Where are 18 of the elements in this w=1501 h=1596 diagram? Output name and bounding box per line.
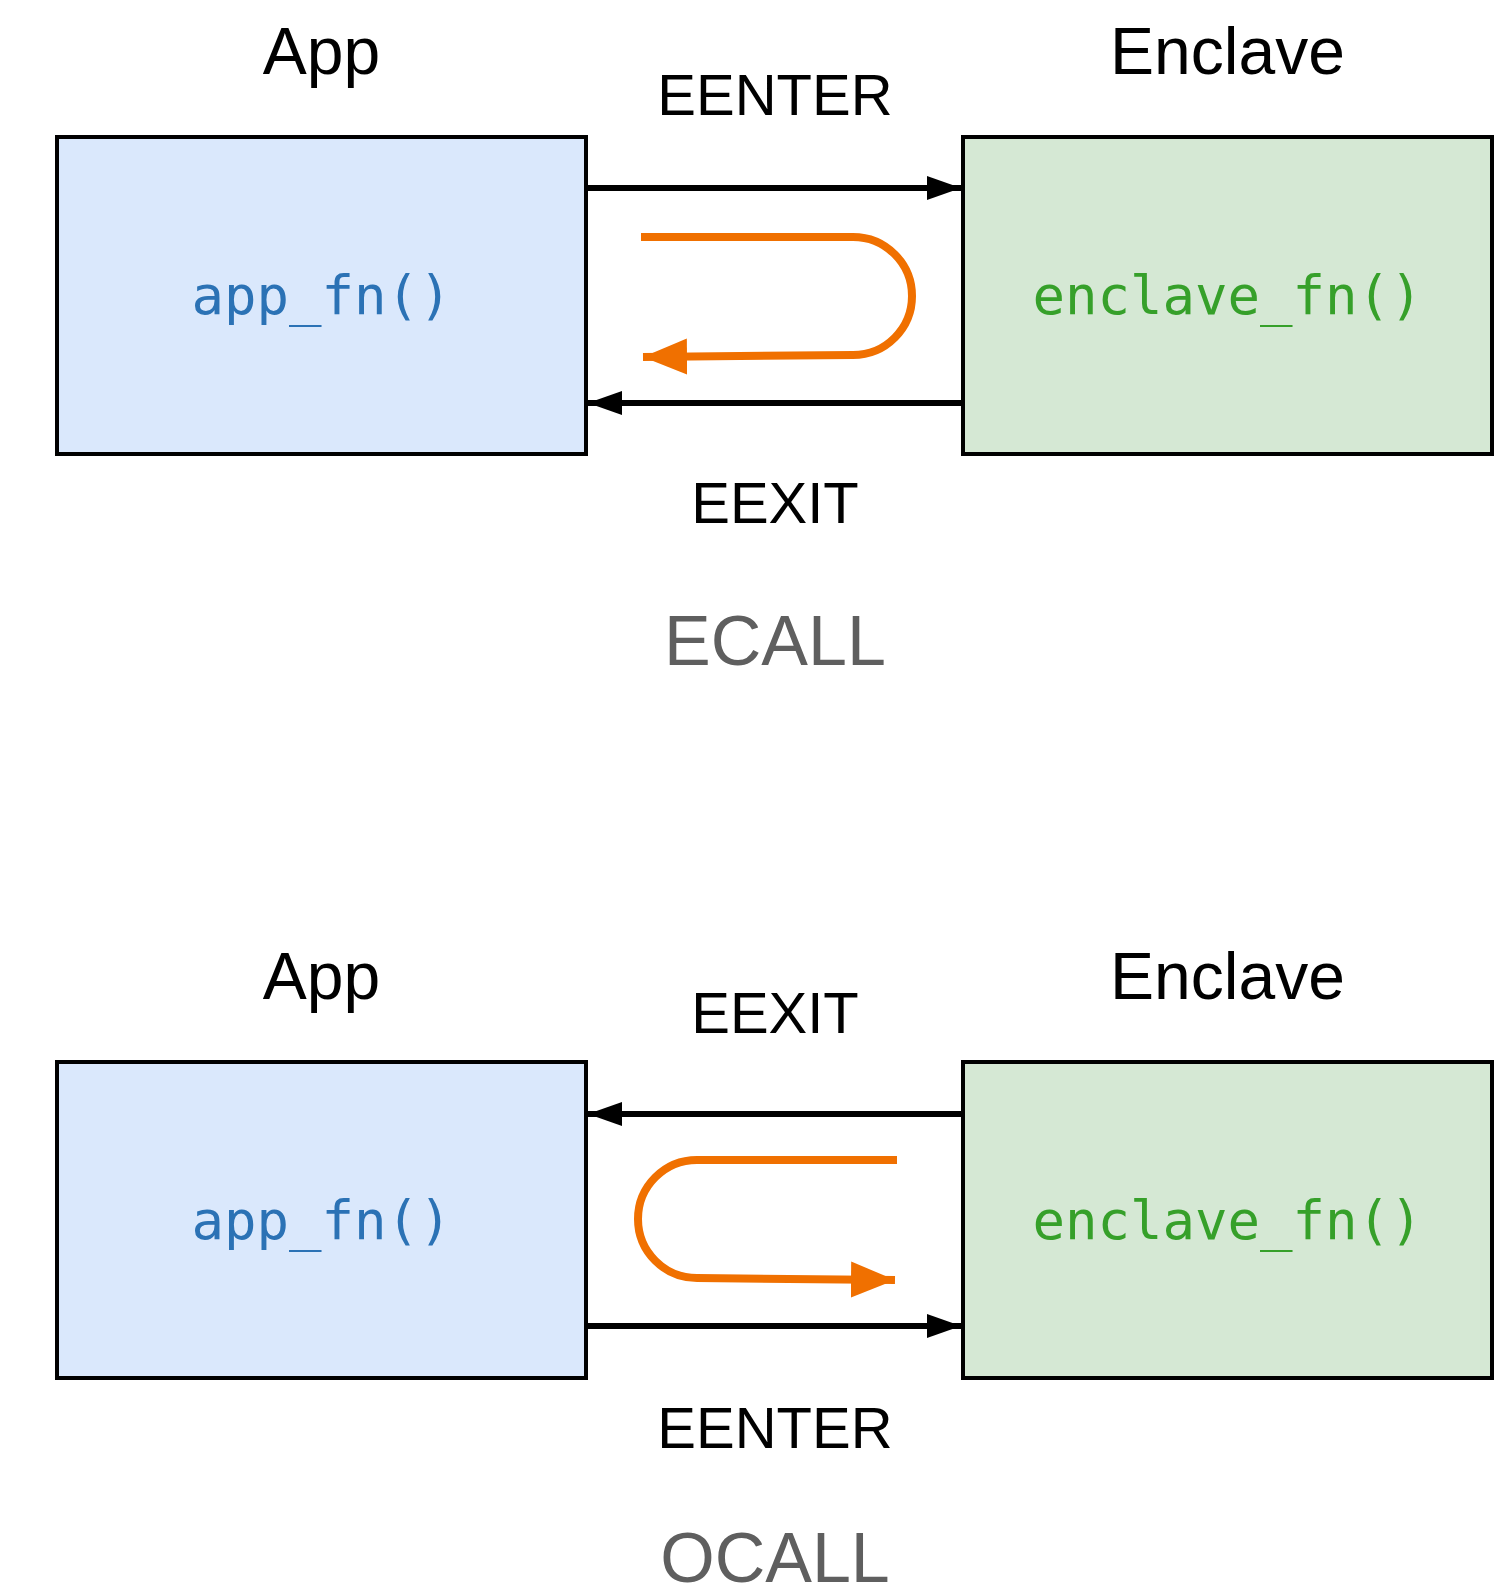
arrow — [588, 1102, 961, 1126]
edge-label: EENTER — [657, 1395, 893, 1461]
box-title: Enclave — [1109, 13, 1346, 90]
box-title: App — [261, 938, 382, 1015]
diagram-caption: OCALL — [660, 1522, 890, 1594]
edge-label: EENTER — [657, 62, 893, 128]
edge-label: EEXIT — [691, 470, 859, 536]
function-name: enclave_fn() — [1032, 263, 1423, 329]
function-name: app_fn() — [191, 263, 452, 329]
function-name: enclave_fn() — [1032, 1187, 1423, 1254]
arrow — [588, 176, 961, 200]
arrow — [588, 1314, 961, 1338]
function-name: app_fn() — [191, 1187, 452, 1254]
box-title: App — [261, 13, 382, 90]
edge-label: EEXIT — [691, 980, 859, 1046]
arrow — [588, 391, 961, 415]
diagram-caption: ECALL — [664, 605, 886, 677]
box-title: Enclave — [1109, 938, 1346, 1015]
